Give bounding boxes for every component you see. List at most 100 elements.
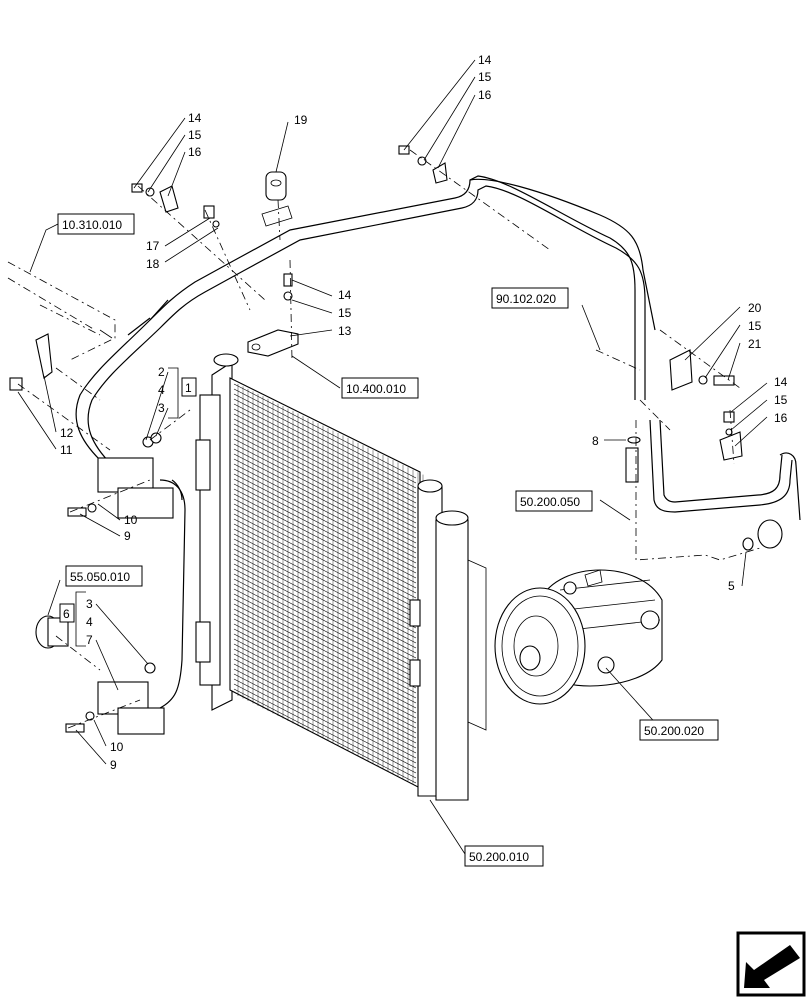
condenser-fin-line	[233, 383, 417, 479]
callout-10: 10	[124, 513, 138, 527]
engine-block-outline	[7, 261, 116, 361]
ref-10-400-010: 10.400.010	[346, 382, 406, 396]
callout-16: 16	[188, 145, 202, 159]
callout-3: 3	[158, 401, 165, 415]
condenser-fin-line	[233, 598, 417, 694]
ref-50-200-020: 50.200.020	[644, 724, 704, 738]
condenser-fin-line	[233, 413, 417, 509]
condenser-fin-line	[233, 633, 417, 729]
condenser-fin-line	[233, 388, 417, 484]
callout-16: 16	[774, 411, 788, 425]
callout-8: 8	[592, 434, 599, 448]
condenser-fin-line	[233, 518, 417, 614]
condenser-fins	[233, 383, 424, 789]
ref-90-102-020: 90.102.020	[496, 292, 556, 306]
condenser-fin-line	[233, 513, 417, 609]
callout-6: 6	[63, 607, 70, 621]
condenser-fin-line	[233, 458, 417, 554]
callout-9: 9	[110, 758, 117, 772]
callout-11: 11	[60, 443, 73, 457]
condenser-fin-line	[233, 563, 417, 659]
callout-3: 3	[86, 597, 93, 611]
condenser-fin-line	[233, 648, 417, 744]
refrigerant-lines	[35, 175, 801, 735]
condenser	[195, 353, 487, 801]
condenser-fin-line	[233, 568, 417, 664]
callout-1: 1	[185, 381, 192, 395]
condenser-fin-line	[233, 428, 417, 524]
callout-14: 14	[478, 53, 492, 67]
condenser-fin-line	[233, 498, 417, 594]
callout-19: 19	[294, 113, 308, 127]
callout-4: 4	[86, 615, 93, 629]
condenser-fin-line	[233, 528, 417, 624]
callout-13: 13	[338, 324, 352, 338]
callout-18: 18	[146, 257, 160, 271]
condenser-fin-line	[233, 473, 417, 569]
callout-14: 14	[774, 375, 788, 389]
condenser-fin-line	[233, 558, 417, 654]
condenser-fin-line	[233, 578, 417, 674]
condenser-fin-line	[233, 588, 417, 684]
callout-9: 9	[124, 529, 131, 543]
condenser-fin-line	[233, 593, 417, 689]
condenser-fin-line	[233, 393, 417, 489]
condenser-fin-line	[233, 618, 417, 714]
callout-5: 5	[728, 579, 735, 593]
callout-16: 16	[478, 88, 492, 102]
callout-14: 14	[338, 288, 352, 302]
compressor	[494, 569, 663, 705]
assembly-centerlines	[17, 149, 761, 729]
condenser-fin-line	[233, 493, 417, 589]
condenser-fin-line	[233, 613, 417, 709]
callout-12: 12	[60, 426, 74, 440]
condenser-fin-line	[233, 423, 417, 519]
condenser-fin-line	[233, 408, 417, 504]
condenser-fin-line	[233, 453, 417, 549]
condenser-fin-line	[233, 573, 417, 669]
condenser-fin-line	[233, 548, 417, 644]
callout-20: 20	[748, 301, 762, 315]
condenser-fin-line	[233, 523, 417, 619]
reference-labels: 10.310.010 90.102.020 10.400.010 50.200.…	[57, 213, 719, 867]
callout-17: 17	[146, 239, 160, 253]
condenser-fin-line	[233, 553, 417, 649]
callout-15: 15	[478, 70, 492, 84]
callout-10: 10	[110, 740, 124, 754]
condenser-fin-line	[233, 448, 417, 544]
condenser-fin-line	[233, 663, 417, 759]
callout-21: 21	[748, 337, 762, 351]
condenser-fin-line	[233, 583, 417, 679]
condenser-fin-line	[233, 653, 417, 749]
callout-15: 15	[338, 306, 352, 320]
ref-50-200-010: 50.200.010	[469, 850, 529, 864]
condenser-fin-line	[233, 638, 417, 734]
condenser-fin-line	[233, 603, 417, 699]
ref-50-200-050: 50.200.050	[520, 495, 580, 509]
next-page-arrow-icon[interactable]	[736, 931, 806, 997]
leader-lines	[17, 59, 768, 855]
condenser-fin-line	[233, 438, 417, 534]
condenser-fin-line	[233, 418, 417, 514]
ref-10-310-010: 10.310.010	[62, 218, 122, 232]
condenser-fin-line	[233, 543, 417, 639]
condenser-fin-line	[233, 403, 417, 499]
condenser-fin-line	[233, 468, 417, 564]
callout-14: 14	[188, 111, 202, 125]
condenser-fin-line	[233, 443, 417, 539]
condenser-fin-line	[233, 538, 417, 634]
condenser-fin-line	[233, 398, 417, 494]
condenser-fin-line	[233, 623, 417, 719]
condenser-fin-line	[233, 533, 417, 629]
condenser-fin-line	[233, 608, 417, 704]
condenser-fin-line	[233, 683, 417, 779]
condenser-fin-line	[233, 433, 417, 529]
condenser-fin-line	[233, 483, 417, 579]
condenser-fin-line	[233, 643, 417, 739]
condenser-fin-line	[233, 673, 417, 769]
condenser-fin-line	[233, 678, 417, 774]
condenser-fin-line	[233, 688, 417, 784]
condenser-fin-line	[233, 463, 417, 559]
item-callouts: 14 15 16 19 17 18 14 15 16 14 15 13 20 1…	[59, 53, 788, 772]
